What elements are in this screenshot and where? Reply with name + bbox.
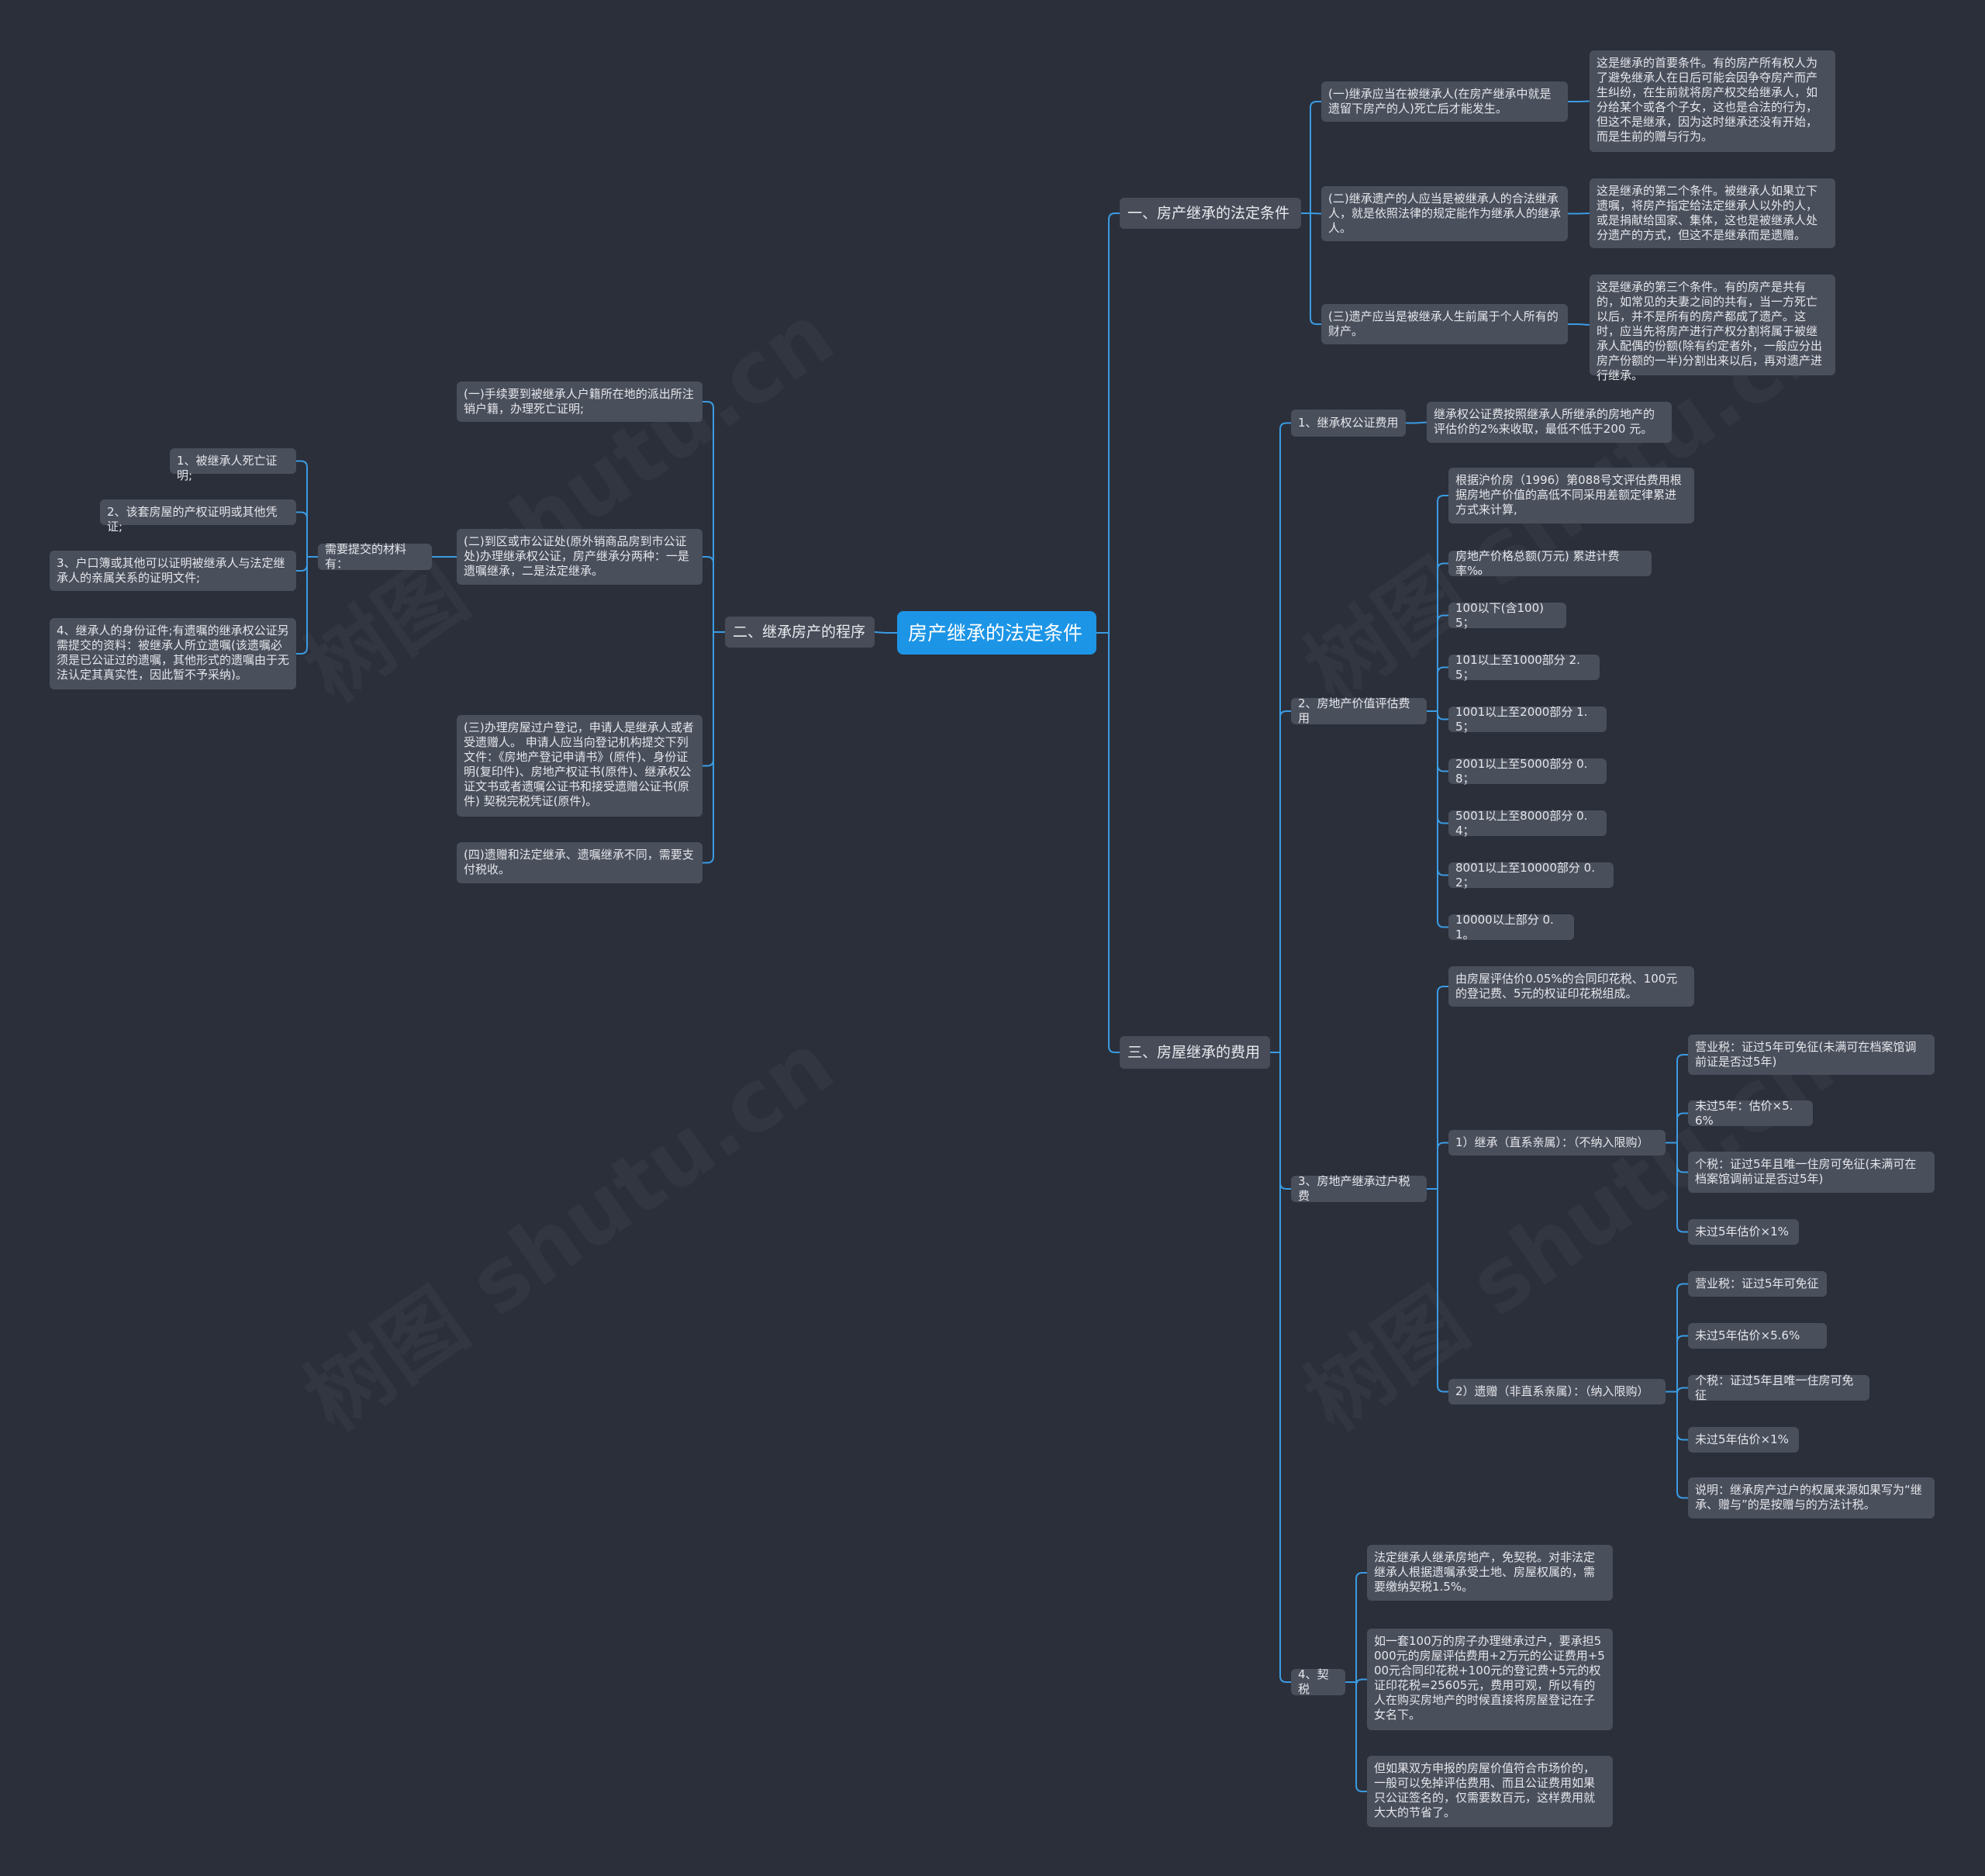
- condition-1[interactable]: (一)继承应当在被继承人(在房产继承中就是遗留下房产的人)死亡后才能发生。: [1321, 81, 1568, 122]
- connector-line: [1676, 1387, 1688, 1394]
- branch-legal-conditions[interactable]: 一、房产继承的法定条件: [1120, 198, 1301, 229]
- appraisal-item[interactable]: 2001以上至5000部分 0.8；: [1448, 757, 1607, 786]
- connector-line: [1578, 212, 1590, 215]
- tax-item[interactable]: 营业税：证过5年可免征: [1688, 1271, 1827, 1297]
- fee-transfer-tax[interactable]: 3、房地产继承过户税费: [1291, 1174, 1427, 1203]
- tax-item[interactable]: 营业税：证过5年可免征(未满可在档案馆调前证是否过5年): [1688, 1035, 1935, 1075]
- transfer-tax-intro[interactable]: 由房屋评估价0.05%的合同印花税、100元的登记费、5元的权证印花税组成。: [1448, 966, 1694, 1007]
- material-item[interactable]: 2、该套房屋的产权证明或其他凭证;: [100, 499, 296, 534]
- connector-line: [703, 632, 714, 767]
- condition-2-note[interactable]: 这是继承的第二个条件。被继承人如果立下遗嘱，将房产指定给法定继承人以外的人，或是…: [1590, 178, 1835, 248]
- connector-line: [874, 631, 886, 634]
- tax-item[interactable]: 个税：证过5年且唯一住房可免征: [1688, 1373, 1869, 1402]
- connector-line: [703, 401, 714, 632]
- deed-tax-item[interactable]: 法定继承人继承房地产，免契税。对非法定继承人根据遗嘱承受土地、房屋权属的，需要缴…: [1367, 1545, 1613, 1601]
- connector-line: [296, 460, 308, 557]
- connector-line: [1676, 1054, 1688, 1143]
- procedure-step-2[interactable]: (二)到区或市公证处(原外销商品房到市公证处)办理继承权公证，房产继承分两种：一…: [457, 529, 703, 585]
- connector-line: [1108, 633, 1120, 1053]
- tax-item[interactable]: 未过5年：估价×5.6%: [1688, 1099, 1813, 1128]
- connector-line: [1310, 101, 1321, 213]
- appraisal-item[interactable]: 房地产价格总额(万元) 累进计费率‰: [1448, 549, 1652, 578]
- connector-line: [1279, 710, 1291, 1052]
- connector-line: [1676, 1391, 1688, 1499]
- connector-line: [1437, 986, 1448, 1189]
- connector-line: [1355, 1572, 1367, 1682]
- root-topic[interactable]: 房产继承的法定条件: [897, 611, 1096, 655]
- connector-line: [1578, 323, 1590, 326]
- appraisal-item[interactable]: 100以下(含100) 5；: [1448, 601, 1566, 630]
- connector-line: [1437, 562, 1448, 711]
- appraisal-item[interactable]: 8001以上至10000部分 0.2；: [1448, 861, 1614, 890]
- fee-notary[interactable]: 1、继承权公证费用: [1291, 409, 1406, 437]
- connector-line: [1310, 212, 1322, 215]
- deed-tax-item[interactable]: 但如果双方申报的房屋价值符合市场价的，一般可以免掉评估费用、而且公证费用如果只公…: [1367, 1756, 1613, 1827]
- connector-line: [1437, 1142, 1448, 1189]
- connector-line: [1108, 212, 1120, 633]
- bequest-non-direct-relatives[interactable]: 2）遗赠（非直系亲属）：（纳入限购）: [1448, 1379, 1666, 1404]
- connector-line: [296, 557, 308, 572]
- tax-item[interactable]: 个税：证过5年且唯一住房可免征(未满可在档案馆调前证是否过5年): [1688, 1152, 1935, 1193]
- material-item[interactable]: 1、被继承人死亡证明;: [170, 448, 296, 482]
- connector-line: [1437, 614, 1448, 711]
- connector-line: [1355, 1682, 1367, 1792]
- connector-line: [1437, 711, 1448, 928]
- connector-line: [1676, 1335, 1688, 1392]
- appraisal-item[interactable]: 10000以上部分 0.1。: [1448, 913, 1574, 941]
- required-materials[interactable]: 需要提交的材料有：: [318, 542, 432, 571]
- connector-line: [1676, 1391, 1688, 1441]
- connector-line: [1437, 711, 1448, 824]
- connector-line: [1437, 711, 1448, 720]
- connector-line: [1355, 1678, 1367, 1686]
- appraisal-item[interactable]: 101以上至1000部分 2.5；: [1448, 653, 1600, 682]
- connector-line: [1437, 495, 1448, 711]
- condition-3[interactable]: (三)遗产应当是被继承人生前属于个人所有的财产。: [1321, 304, 1568, 344]
- inheritance-direct-relatives[interactable]: 1）继承（直系亲属）：（不纳入限购）: [1448, 1130, 1666, 1156]
- material-item[interactable]: 4、继承人的身份证件;有遗嘱的继承权公证另需提交的资料：被继承人所立遗嘱(该遗嘱…: [50, 618, 296, 689]
- tax-item[interactable]: 未过5年估价×5.6%: [1688, 1323, 1827, 1349]
- connector-line: [1437, 711, 1448, 876]
- connector-line: [1676, 1142, 1688, 1233]
- connector-line: [1437, 666, 1448, 711]
- appraisal-item[interactable]: 根据沪价房（1996）第088号文评估费用根据房地产价值的高低不同采用差额定律累…: [1448, 468, 1694, 523]
- connector-line: [703, 556, 714, 632]
- condition-2[interactable]: (二)继承遗产的人应当是被继承人的合法继承人，就是依照法律的规定能作为继承人的继…: [1321, 186, 1568, 241]
- fee-notary-note[interactable]: 继承权公证费按照继承人所继承的房地产的评估价的2%来收取，最低不低于200 元。: [1427, 402, 1672, 443]
- connector-line: [296, 557, 308, 655]
- connector-line: [1279, 1052, 1291, 1683]
- condition-3-note[interactable]: 这是继承的第三个条件。有的房产是共有的，如常见的夫妻之间的共有，当一方死亡以后，…: [1590, 275, 1835, 382]
- connector-line: [1279, 422, 1291, 1052]
- connector-line: [1437, 1189, 1448, 1393]
- appraisal-item[interactable]: 1001以上至2000部分 1.5；: [1448, 705, 1607, 734]
- connector-line: [1676, 1142, 1688, 1173]
- connector-line: [296, 511, 308, 557]
- tax-item[interactable]: 未过5年估价×1%: [1688, 1427, 1799, 1453]
- procedure-step-4[interactable]: (四)遗赠和法定继承、遗嘱继承不同，需要支付税收。: [457, 842, 703, 883]
- branch-procedure[interactable]: 二、继承房产的程序: [725, 617, 875, 648]
- fee-deed-tax[interactable]: 4、契税: [1291, 1667, 1345, 1696]
- fee-appraisal[interactable]: 2、房地产价值评估费用: [1291, 696, 1427, 725]
- tax-item[interactable]: 说明：继承房产过户的权属来源如果写为“继承、赠与”的是按赠与的方法计税。: [1688, 1477, 1935, 1518]
- procedure-step-3[interactable]: (三)办理房屋过户登记，申请人是继承人或者受遗赠人。 申请人应当向登记机构提交下…: [457, 715, 703, 817]
- procedure-step-1[interactable]: (一)手续要到被继承人户籍所在地的派出所注销户籍，办理死亡证明;: [457, 382, 703, 422]
- connector-line: [1676, 1283, 1688, 1392]
- connector-line: [1676, 1112, 1688, 1143]
- condition-1-note[interactable]: 这是继承的首要条件。有的房产所有权人为了避免继承人在日后可能会因争夺房产而产生纠…: [1590, 50, 1835, 152]
- appraisal-item[interactable]: 5001以上至8000部分 0.4；: [1448, 809, 1607, 838]
- branch-fees[interactable]: 三、房屋继承的费用: [1120, 1036, 1270, 1069]
- tax-item[interactable]: 未过5年估价×1%: [1688, 1219, 1799, 1245]
- deed-tax-item[interactable]: 如一套100万的房子办理继承过户，要承担5000元的房屋评估费用+2万元的公证费…: [1367, 1629, 1613, 1730]
- connector-line: [1437, 711, 1448, 772]
- connector-line: [1279, 1052, 1291, 1190]
- connector-line: [1310, 213, 1321, 325]
- material-item[interactable]: 3、户口簿或其他可以证明被继承人与法定继承人的亲属关系的证明文件;: [50, 551, 296, 591]
- connector-line: [703, 632, 714, 864]
